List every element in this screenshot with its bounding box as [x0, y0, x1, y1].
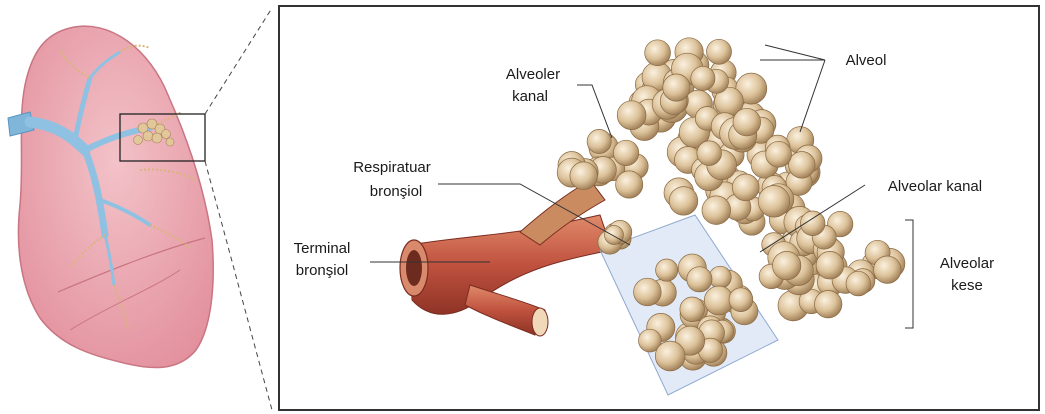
alveolus [656, 259, 678, 281]
label-respiratuar-line2: bronşiol [370, 183, 423, 200]
alveolus [691, 66, 715, 90]
alveolus [874, 256, 901, 283]
label-alveolar-kese-line2: kese [951, 277, 983, 294]
label-respiratuar-line1: Respiratuar [353, 159, 431, 176]
alveolus [655, 341, 685, 371]
label-terminal-line1: Terminal [294, 240, 351, 257]
alveolus [645, 40, 671, 66]
alveolus [605, 226, 624, 245]
label-alveolar-kese-line1: Alveolar [940, 255, 994, 272]
alveolus [570, 162, 598, 190]
alveolus [697, 141, 722, 166]
alveolus [669, 187, 698, 216]
alveolus [773, 251, 801, 279]
alveolus [729, 288, 753, 312]
label-alveol: Alveol [846, 52, 887, 69]
alveolus [702, 196, 731, 225]
alveolus [766, 141, 792, 167]
label-alveoler-kanal-line2: kanal [512, 88, 548, 105]
alveolus [732, 174, 759, 201]
label-terminal-line2: bronşiol [296, 262, 349, 279]
alveolus [634, 278, 662, 306]
alveolus [680, 297, 705, 322]
alveolus [789, 152, 816, 179]
lung-outline [18, 26, 213, 367]
alveolus [687, 267, 712, 292]
alveolus [663, 74, 690, 101]
alveolus [616, 171, 643, 198]
zoom-connector-bottom [205, 161, 272, 410]
alveolus [846, 271, 871, 296]
alveolus [707, 39, 732, 64]
bronchiole-opening [532, 308, 548, 336]
alveolus [613, 140, 638, 165]
alveolus [816, 251, 844, 279]
lung-illustration [8, 26, 213, 367]
alveolus [733, 108, 761, 136]
alveolus [617, 101, 646, 130]
zoom-connector-top [205, 8, 272, 114]
alveolus [709, 266, 731, 288]
label-alveolar-kanal: Alveolar kanal [888, 178, 982, 195]
alveolus [758, 186, 790, 218]
alveolus [815, 291, 842, 318]
alveolus [587, 129, 611, 153]
label-alveoler-kanal-line1: Alveoler [506, 66, 560, 83]
